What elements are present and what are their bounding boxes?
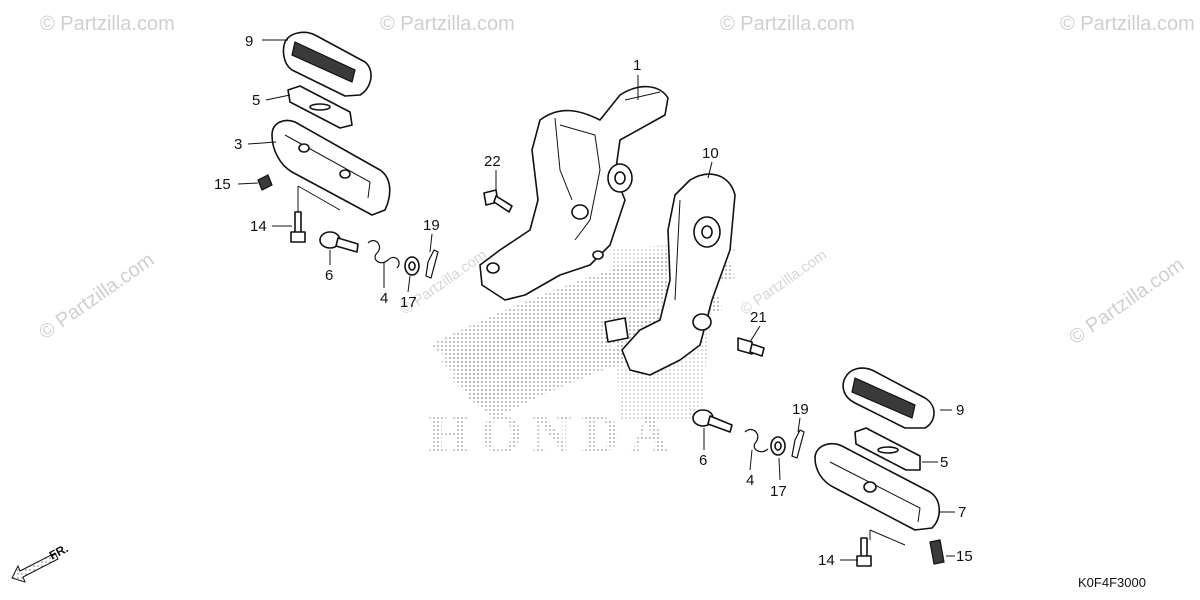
callout-1: 1 [633, 57, 641, 74]
callout-17-right: 17 [770, 483, 787, 500]
callout-numbers: 9 5 3 15 14 6 4 17 19 22 1 10 21 9 5 7 1… [214, 33, 973, 569]
callout-3: 3 [234, 136, 242, 153]
callout-14-left: 14 [250, 218, 267, 235]
callout-15-right: 15 [956, 548, 973, 565]
front-arrow: FR. [11, 541, 70, 583]
callout-14-right: 14 [818, 552, 835, 569]
callout-7: 7 [958, 504, 966, 521]
callout-17-left: 17 [400, 294, 417, 311]
callout-15-left: 15 [214, 176, 231, 193]
callout-9-top: 9 [245, 33, 253, 50]
callout-9-bottom: 9 [956, 402, 964, 419]
callout-22: 22 [484, 153, 501, 170]
watermark-top-2: © Partzilla.com [380, 13, 515, 35]
callout-4-right: 4 [746, 472, 754, 489]
callout-10: 10 [702, 145, 719, 162]
diagram-code: K0F4F3000 [1078, 575, 1146, 590]
watermark-right: © Partzilla.com [1065, 254, 1188, 349]
watermark-top-4: © Partzilla.com [1060, 13, 1195, 35]
callout-19-left: 19 [423, 217, 440, 234]
left-step-assembly [257, 31, 513, 279]
leader-lines [237, 39, 955, 561]
callout-19-right: 19 [792, 401, 809, 418]
right-step-assembly [692, 337, 945, 567]
watermark-left: © Partzilla.com [35, 249, 158, 344]
watermark-top-1: © Partzilla.com [40, 13, 175, 35]
watermark-top-3: © Partzilla.com [720, 13, 855, 35]
callout-21: 21 [750, 309, 767, 326]
callout-4-left: 4 [380, 290, 388, 307]
callout-5-bottom: 5 [940, 454, 948, 471]
honda-logo-text: HONDA [428, 404, 679, 464]
callout-5-top: 5 [252, 92, 260, 109]
callout-6-left: 6 [325, 267, 333, 284]
step-holder-bracket [479, 85, 669, 301]
watermark-mid-2: © Partzilla.com [738, 246, 831, 318]
callout-6-right: 6 [699, 452, 707, 469]
